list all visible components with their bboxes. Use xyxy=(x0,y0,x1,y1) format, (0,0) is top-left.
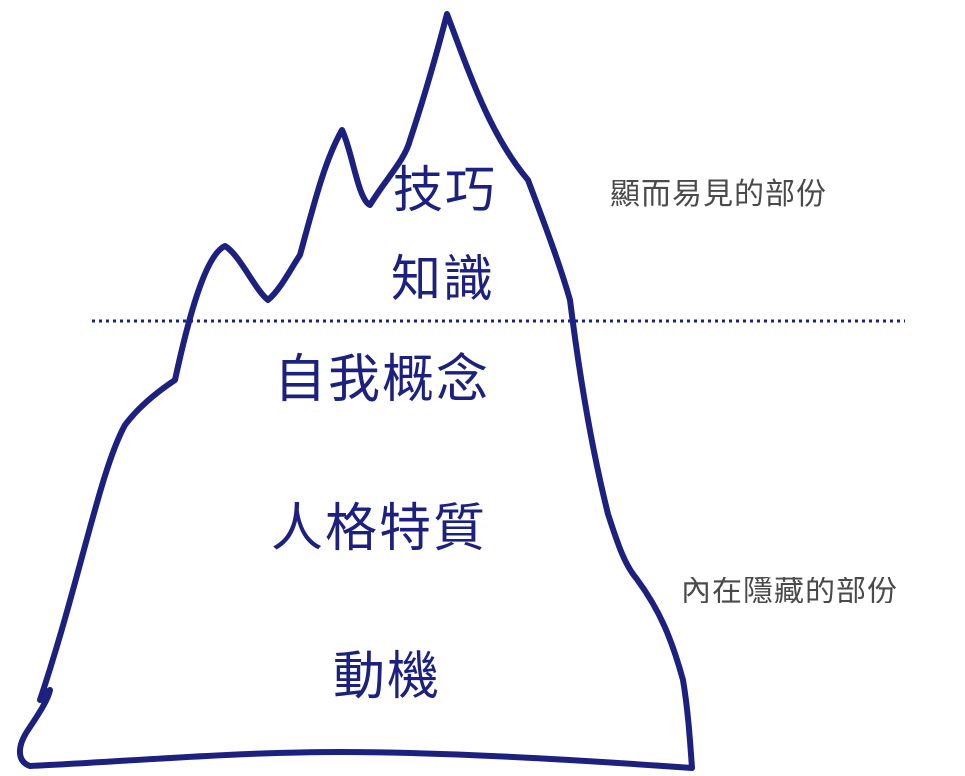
layer-label-motives: 動機 xyxy=(333,647,442,707)
hidden-part-label: 內在隱藏的部份 xyxy=(681,577,898,603)
layer-label-self-concept: 自我概念 xyxy=(274,350,491,410)
layer-label-traits: 人格特質 xyxy=(271,499,488,559)
visible-part-label: 顯而易見的部份 xyxy=(610,177,827,212)
iceberg-outline xyxy=(17,11,695,771)
layer-label-skills: 技巧 xyxy=(393,161,497,219)
layer-label-knowledge: 知識 xyxy=(391,250,495,308)
